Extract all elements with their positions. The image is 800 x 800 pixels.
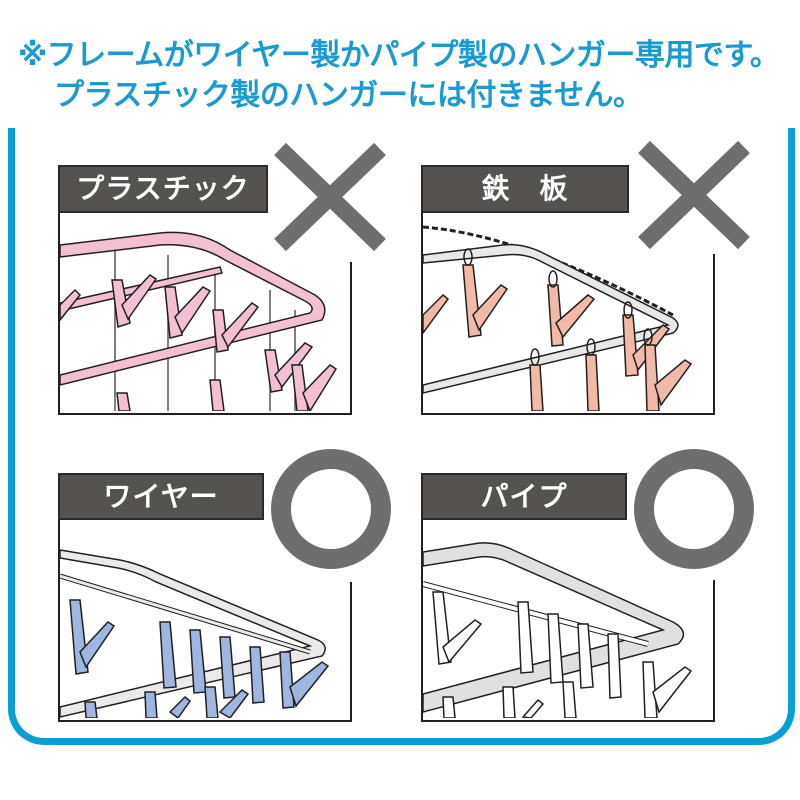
material-label: プラスチック — [58, 165, 268, 213]
circle-mark-icon — [634, 449, 754, 569]
compatibility-notice: ※フレームがワイヤー製かパイプ製のハンガー専用です。 プラスチック製のハンガーに… — [18, 36, 798, 116]
illustration-frame-right — [713, 580, 715, 722]
illustration-frame-right — [350, 262, 352, 415]
illustration-frame-right — [713, 254, 715, 415]
illustration-frame — [421, 520, 715, 722]
illustration-frame — [58, 520, 352, 722]
plastic-hanger-illustration — [60, 231, 338, 411]
illustration-frame-right — [350, 582, 352, 722]
wire-hanger-illustration — [60, 549, 330, 718]
cross-mark-icon — [274, 143, 386, 251]
cross-mark-icon — [638, 141, 750, 249]
material-label: 鉄 板 — [421, 165, 629, 213]
material-label: ワイヤー — [58, 473, 264, 520]
illustration-frame — [58, 213, 352, 415]
notice-line-1: ※フレームがワイヤー製かパイプ製のハンガー専用です。 — [18, 38, 780, 73]
blue-rounded-frame — [8, 128, 795, 745]
notice-line-2: プラスチック製のハンガーには付きません。 — [54, 78, 643, 113]
illustration-frame — [421, 213, 715, 415]
material-label: パイプ — [421, 473, 627, 520]
steel-hanger-illustration — [423, 225, 693, 411]
pipe-hanger-illustration — [423, 542, 693, 718]
circle-mark-icon — [271, 449, 391, 569]
